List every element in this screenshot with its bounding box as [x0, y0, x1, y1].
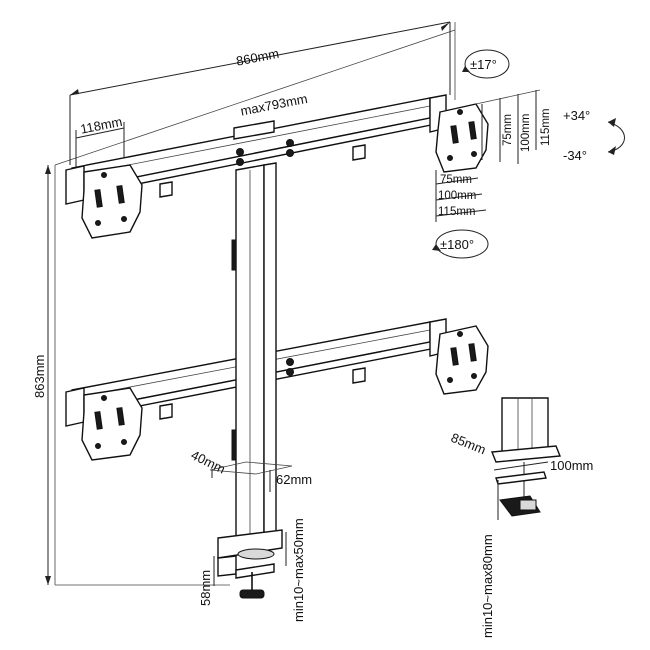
pole-depth-label: 40mm	[189, 447, 228, 476]
grommet-mount: 85mm 100mm min10~max80mm	[449, 397, 593, 638]
tilt-up-label: +34°	[563, 108, 590, 123]
grommet-range-label: min10~max80mm	[480, 534, 495, 638]
vesa-100-width: 100mm	[438, 190, 476, 202]
rotate-label: ±180°	[440, 237, 474, 252]
vesa-75-height: 75mm	[502, 114, 514, 146]
vesa-plate-lower-left	[65, 387, 143, 461]
vesa-115-height: 115mm	[540, 109, 552, 147]
beam-max-label: max793mm	[239, 91, 309, 119]
vertical-pole	[231, 162, 277, 546]
vesa-plate-lower-right	[429, 318, 489, 395]
desk-clamp: 58mm min10~max50mm	[198, 518, 306, 622]
clamp-height-label: 58mm	[198, 570, 213, 606]
height-dimension: 863mm	[32, 165, 51, 585]
height-label: 863mm	[32, 355, 47, 398]
vesa-75-width: 75mm	[440, 174, 472, 186]
vesa-plate-upper-left	[65, 164, 143, 239]
vesa-dimensions: 75mm 100mm 115mm 75mm 100mm 115mm	[435, 89, 552, 222]
rotate-indicator: ±180°	[432, 229, 489, 259]
vesa-plate-upper-right	[429, 94, 489, 173]
tilt-indicator: +34° -34°	[563, 108, 625, 163]
grommet-depth-label: 85mm	[449, 430, 488, 457]
tilt-down-label: -34°	[563, 148, 587, 163]
vesa-100-height: 100mm	[520, 114, 532, 152]
arm-offset-label: 118mm	[79, 114, 123, 137]
vesa-115-width: 115mm	[438, 206, 476, 218]
pole-width-label: 62mm	[276, 472, 312, 487]
upper-crossbar	[70, 97, 438, 198]
grommet-width-label: 100mm	[550, 458, 593, 473]
swivel-label: ±17°	[470, 57, 497, 72]
swivel-indicator: ±17°	[462, 49, 510, 79]
wall-reference-lines	[54, 22, 456, 586]
clamp-range-label: min10~max50mm	[291, 518, 306, 622]
width-label: 860mm	[235, 46, 280, 69]
